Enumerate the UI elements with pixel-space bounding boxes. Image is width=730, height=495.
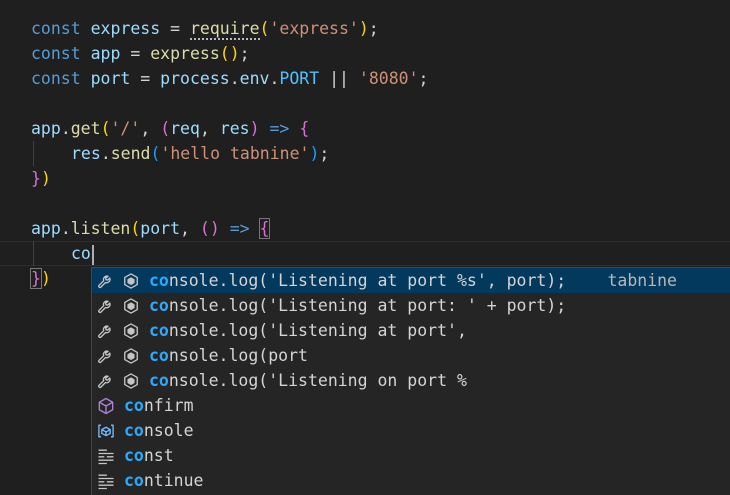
match-highlight: co — [124, 421, 144, 440]
suggestion-label: confirm — [124, 393, 194, 418]
suggestion-text: nsole.log(port — [168, 346, 308, 365]
match-highlight: co — [149, 296, 169, 315]
suggestion-item[interactable]: console — [92, 418, 730, 443]
indent-guide — [33, 141, 34, 166]
code-line-5: app.get('/', (req, res) => { — [31, 119, 310, 138]
suggestion-widget[interactable]: console.log('Listening at port %s', port… — [91, 267, 730, 495]
match-highlight: co — [149, 321, 169, 340]
cube-icon — [121, 371, 141, 391]
suggestion-text: nsole.log('Listening at port %s', port); — [168, 271, 567, 290]
suggestion-label: const — [124, 443, 174, 468]
code-line-2: const app = express(); — [31, 44, 250, 63]
suggestion-label: console.log('Listening at port %s', port… — [149, 268, 566, 293]
code-line-11: }) — [30, 268, 51, 289]
tabnine-icon — [96, 296, 116, 316]
suggestion-text: nsole.log('Listening on port % — [168, 371, 467, 390]
match-highlight: co — [149, 271, 169, 290]
cube-icon — [121, 321, 141, 341]
code-line-1: const express = require('express'); — [31, 19, 379, 40]
suggestion-text: nst — [143, 446, 174, 465]
suggestion-label: console.log('Listening at port: ' + port… — [149, 293, 566, 318]
suggestion-item[interactable]: console.log('Listening on port % — [92, 368, 730, 393]
cube-icon — [121, 296, 141, 316]
tabnine-icon — [96, 371, 116, 391]
suggestion-item[interactable]: console.log(port — [92, 343, 730, 368]
suggestion-text: nfirm — [143, 396, 194, 415]
suggestion-item[interactable]: console.log('Listening at port', — [92, 318, 730, 343]
code-line-7: }) — [31, 169, 51, 188]
text-cursor — [91, 244, 94, 265]
suggestion-label: console.log('Listening at port', — [149, 318, 467, 343]
code-line-3: const port = process.env.PORT || '8080'; — [31, 69, 429, 88]
keyword-icon — [96, 446, 116, 466]
suggestion-label: console.log(port — [149, 343, 308, 368]
suggestion-item[interactable]: console.log('Listening at port: ' + port… — [92, 293, 730, 318]
keyword-icon — [96, 471, 116, 491]
suggestion-text: nsole.log('Listening at port: ' + port); — [168, 296, 567, 315]
suggestion-text: nsole — [143, 421, 194, 440]
code-line-9: app.listen(port, () => { — [31, 218, 271, 239]
suggestion-item[interactable]: confirm — [92, 393, 730, 418]
suggestion-text: ntinue — [143, 471, 204, 490]
match-highlight: co — [124, 471, 144, 490]
code-line-10[interactable]: co — [71, 241, 94, 266]
current-line-highlight — [0, 241, 730, 266]
match-highlight: co — [124, 396, 144, 415]
suggestion-item[interactable]: const — [92, 443, 730, 468]
tabnine-icon — [96, 271, 116, 291]
suggestion-label: continue — [124, 468, 203, 493]
match-highlight: co — [124, 446, 144, 465]
tabnine-icon — [96, 346, 116, 366]
code-line-6: res.send('hello tabnine'); — [71, 144, 330, 163]
suggestion-text: nsole.log('Listening at port', — [168, 321, 467, 340]
cube-icon — [121, 271, 141, 291]
module-icon — [96, 396, 116, 416]
tabnine-icon — [96, 321, 116, 341]
cube-icon — [121, 346, 141, 366]
suggestion-item[interactable]: console.log('Listening at port %s', port… — [92, 268, 730, 293]
match-highlight: co — [149, 371, 169, 390]
match-highlight: co — [149, 346, 169, 365]
variable-icon — [96, 421, 116, 441]
suggestion-item[interactable]: continue — [92, 468, 730, 493]
suggestion-detail: tabnine — [607, 271, 677, 290]
indent-guide — [33, 241, 34, 266]
suggestion-label: console.log('Listening on port % — [149, 368, 467, 393]
suggestion-label: console — [124, 418, 194, 443]
